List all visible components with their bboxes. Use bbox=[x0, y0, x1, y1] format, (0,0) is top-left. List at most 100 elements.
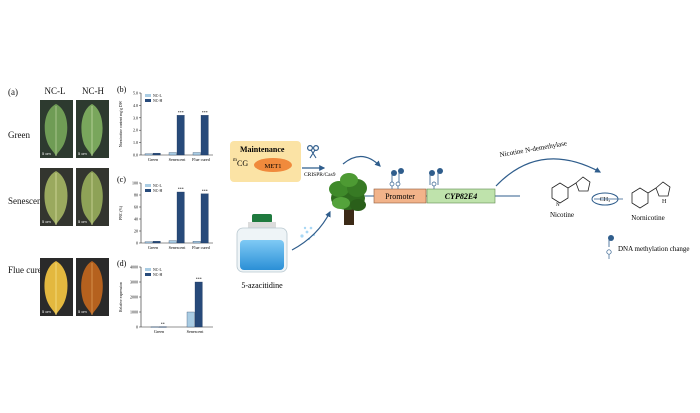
legend-entry: NC-H bbox=[153, 99, 163, 103]
y-tick-label: 80 bbox=[134, 193, 138, 198]
nornicotine-structure-icon bbox=[631, 181, 671, 209]
panel-a-label: (a) bbox=[8, 87, 18, 97]
legend-swatch bbox=[145, 268, 151, 271]
row-label-flue-cured: Flue cured bbox=[8, 265, 47, 275]
bar-nc-l bbox=[168, 240, 177, 244]
mcg-superscript: m bbox=[233, 158, 237, 163]
nornicotine-h-label: H bbox=[662, 199, 667, 205]
legend-entry: NC-L bbox=[153, 184, 163, 188]
scale-bar-label: 5 cm bbox=[78, 309, 87, 314]
y-tick-label: 40 bbox=[134, 217, 138, 222]
bar-nc-h bbox=[200, 115, 209, 156]
legend-entry: NC-L bbox=[153, 268, 163, 272]
panel-label: (d) bbox=[117, 259, 127, 268]
legend-entry: NC-H bbox=[153, 273, 163, 277]
nicotine-structure-icon bbox=[551, 176, 591, 204]
x-tick-label: Senescent bbox=[169, 157, 187, 162]
bar-nc-l bbox=[186, 311, 195, 328]
bar-nc-l bbox=[192, 152, 201, 156]
y-tick-label: 1.0 bbox=[133, 140, 138, 145]
legend-entry: NC-L bbox=[153, 94, 163, 98]
row-label-green: Green bbox=[8, 130, 30, 140]
y-tick-label: 4000 bbox=[130, 265, 138, 270]
bar-nc-l bbox=[168, 152, 177, 156]
leaf-photo-flue-cured-nc-l: 5 cm bbox=[40, 258, 73, 316]
crispr-label: CRISPR/Cas9 bbox=[304, 172, 336, 178]
y-tick-label: 3000 bbox=[130, 280, 138, 285]
significance-mark: *** bbox=[196, 277, 202, 282]
bar-nc-h bbox=[152, 241, 161, 244]
bottle-to-plant-arrow bbox=[291, 210, 331, 251]
significance-mark: ** bbox=[161, 321, 165, 326]
enzyme-arrow bbox=[495, 158, 602, 187]
azacitidine-label: 5-azacitidine bbox=[241, 281, 283, 290]
leaf-photo-senescent-nc-h: 5 cm bbox=[76, 168, 109, 226]
gene-box bbox=[426, 188, 496, 204]
x-tick-label: Senescent bbox=[187, 329, 205, 334]
scale-bar-label: 5 cm bbox=[42, 219, 51, 224]
x-tick-label: Green bbox=[148, 157, 159, 162]
leaf-photo-green-nc-l: 5 cm bbox=[40, 100, 73, 158]
x-tick-label: Green bbox=[148, 245, 159, 250]
legend-swatch bbox=[145, 99, 151, 102]
nornicotine-label: Nornicotine bbox=[631, 214, 664, 222]
significance-mark: *** bbox=[178, 187, 184, 192]
bar-nc-l bbox=[144, 241, 153, 244]
legend-swatch bbox=[145, 184, 151, 187]
legend-swatch bbox=[145, 273, 151, 276]
x-tick-label: Green bbox=[154, 329, 165, 334]
y-axis-label: PNC (%) bbox=[119, 205, 123, 220]
methyl-pin-icon bbox=[429, 170, 435, 185]
tobacco-plant-icon bbox=[329, 173, 367, 225]
legend-entry: NC-H bbox=[153, 189, 163, 193]
significance-mark: *** bbox=[178, 110, 184, 115]
maintenance-title: Maintenance bbox=[240, 145, 285, 154]
y-axis-label: Nornicotine content mg/g DW bbox=[119, 100, 123, 147]
gene-label: CYP82E4 bbox=[445, 192, 477, 201]
plant-to-gene-arrow bbox=[342, 155, 381, 167]
scale-bar-label: 5 cm bbox=[42, 309, 51, 314]
mcg-label: CG bbox=[237, 159, 248, 168]
legend-unmethyl-pin-icon bbox=[606, 249, 612, 259]
row-label-senescent: Senescent bbox=[8, 196, 44, 206]
legend-swatch bbox=[145, 94, 151, 97]
y-tick-label: 5.0 bbox=[133, 91, 138, 96]
bar-nc-l bbox=[150, 326, 159, 328]
scale-bar-label: 5 cm bbox=[78, 151, 87, 156]
column-label-nc-l: NC-L bbox=[44, 86, 66, 96]
x-tick-label: Flue cured bbox=[192, 157, 211, 162]
unmethyl-pin-icon bbox=[389, 181, 395, 189]
y-tick-label: 60 bbox=[134, 205, 138, 210]
leaf-photo-senescent-nc-l: 5 cm bbox=[40, 168, 73, 226]
unmethyl-pin-icon bbox=[431, 181, 437, 189]
y-tick-label: 0.0 bbox=[133, 153, 138, 158]
legend-swatch bbox=[145, 189, 151, 192]
enzyme-label: Nicotine N-demethylase bbox=[499, 139, 568, 159]
y-tick-label: 20 bbox=[134, 229, 138, 234]
y-tick-label: 1000 bbox=[130, 310, 138, 315]
column-label-nc-h: NC-H bbox=[82, 86, 104, 96]
nicotine-label: Nicotine bbox=[550, 211, 574, 219]
significance-mark: *** bbox=[202, 110, 208, 115]
y-tick-label: 4.0 bbox=[133, 103, 138, 108]
leaf-photo-green-nc-h: 5 cm bbox=[76, 100, 109, 158]
spray-drops-icon bbox=[300, 226, 316, 241]
methyl-label: CH₃ bbox=[600, 197, 610, 203]
bar-nc-h bbox=[176, 191, 185, 244]
y-axis-label: Relative expression bbox=[119, 282, 123, 312]
bar-nc-l bbox=[144, 153, 153, 156]
scale-bar-label: 5 cm bbox=[78, 219, 87, 224]
promoter-box bbox=[373, 188, 427, 204]
legend-methyl-pin-icon bbox=[608, 235, 614, 247]
y-tick-label: 3.0 bbox=[133, 115, 138, 120]
bar-nc-l bbox=[192, 241, 201, 244]
y-tick-label: 2000 bbox=[130, 295, 138, 300]
unmethyl-pin-icon bbox=[395, 181, 401, 189]
scissors-icon bbox=[306, 144, 320, 159]
y-tick-label: 0 bbox=[136, 241, 138, 246]
y-tick-label: 0 bbox=[136, 325, 138, 330]
